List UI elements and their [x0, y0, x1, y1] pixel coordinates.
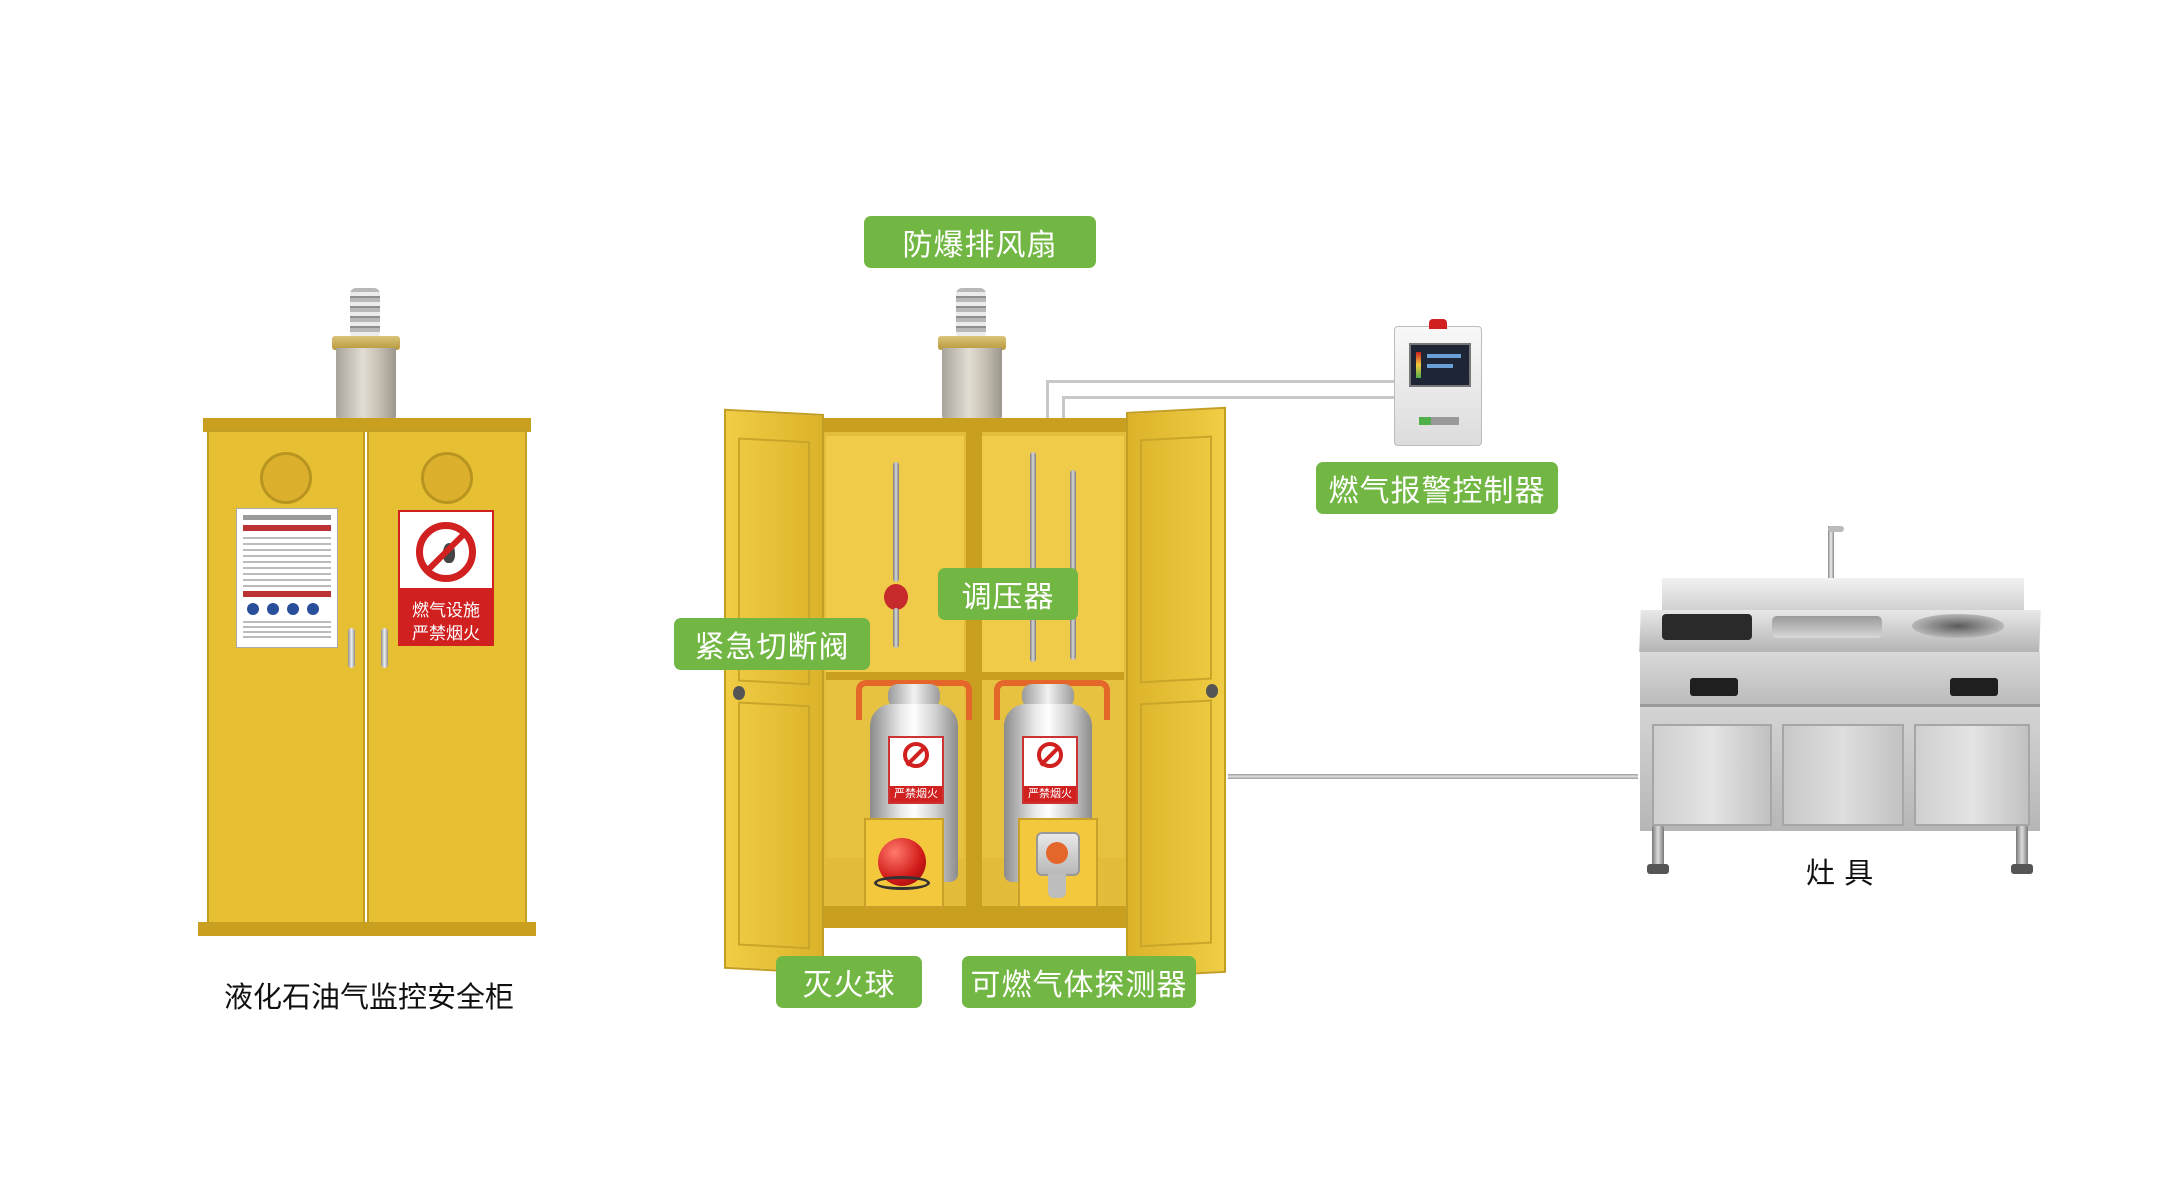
warning-sign-line1: 燃气设施 — [412, 601, 480, 621]
explosion-proof-fan — [942, 348, 1002, 420]
lock-icon — [733, 686, 745, 700]
gas-alarm-controller — [1394, 319, 1482, 446]
fan-duct-icon — [956, 288, 986, 338]
no-fire-warning-sign: 燃气设施 严禁烟火 — [398, 510, 494, 646]
safety-info-poster — [236, 508, 338, 648]
cabinet-caption: 液化石油气监控安全柜 — [224, 980, 515, 1014]
gas-hose — [1030, 452, 1036, 662]
door-handle — [381, 628, 388, 668]
induction-hob-icon — [1662, 614, 1752, 640]
wok-burner-icon — [1912, 614, 2004, 638]
cabinet-right-door — [367, 430, 527, 924]
alarm-light-icon — [1429, 319, 1447, 329]
vent-icon — [260, 452, 312, 504]
control-panel-icon — [1690, 678, 1738, 696]
fan-housing — [336, 348, 396, 420]
label-fan: 防爆排风扇 — [864, 216, 1096, 268]
signal-wire — [1046, 380, 1394, 383]
gas-hose — [893, 462, 899, 582]
label-shutoff-valve: 紧急切断阀 — [674, 618, 870, 670]
no-fire-icon — [416, 522, 476, 582]
cabinet-left-door — [207, 430, 365, 924]
vent-icon — [421, 452, 473, 504]
door-handle — [348, 628, 355, 668]
fan-duct-icon — [350, 288, 380, 338]
no-fire-icon — [1037, 742, 1063, 768]
brand-logo-icon — [1419, 417, 1459, 425]
faucet-icon — [1828, 526, 1834, 582]
gas-detector-icon — [1036, 832, 1080, 876]
controller-screen — [1409, 343, 1471, 387]
gas-pipe — [1228, 774, 1638, 779]
label-fire-ball: 灭火球 — [776, 956, 922, 1008]
stove-caption: 灶 具 — [1806, 856, 1874, 890]
control-panel-icon — [1950, 678, 1998, 696]
shutoff-valve-icon — [884, 584, 908, 610]
gas-hose — [1070, 470, 1076, 660]
label-gas-detector: 可燃气体探测器 — [962, 956, 1196, 1008]
warning-sign-line2: 严禁烟火 — [412, 624, 480, 644]
sink-icon — [1772, 616, 1882, 638]
no-fire-icon — [903, 742, 929, 768]
signal-wire — [1062, 396, 1065, 420]
lock-icon — [1206, 684, 1218, 698]
label-regulator: 调压器 — [938, 568, 1078, 620]
cylinder-warning-label: 严禁烟火 — [888, 736, 944, 804]
signal-wire — [1046, 380, 1049, 420]
cylinder-warning-label: 严禁烟火 — [1022, 736, 1078, 804]
signal-wire — [1062, 396, 1394, 399]
label-alarm-controller: 燃气报警控制器 — [1316, 462, 1558, 514]
